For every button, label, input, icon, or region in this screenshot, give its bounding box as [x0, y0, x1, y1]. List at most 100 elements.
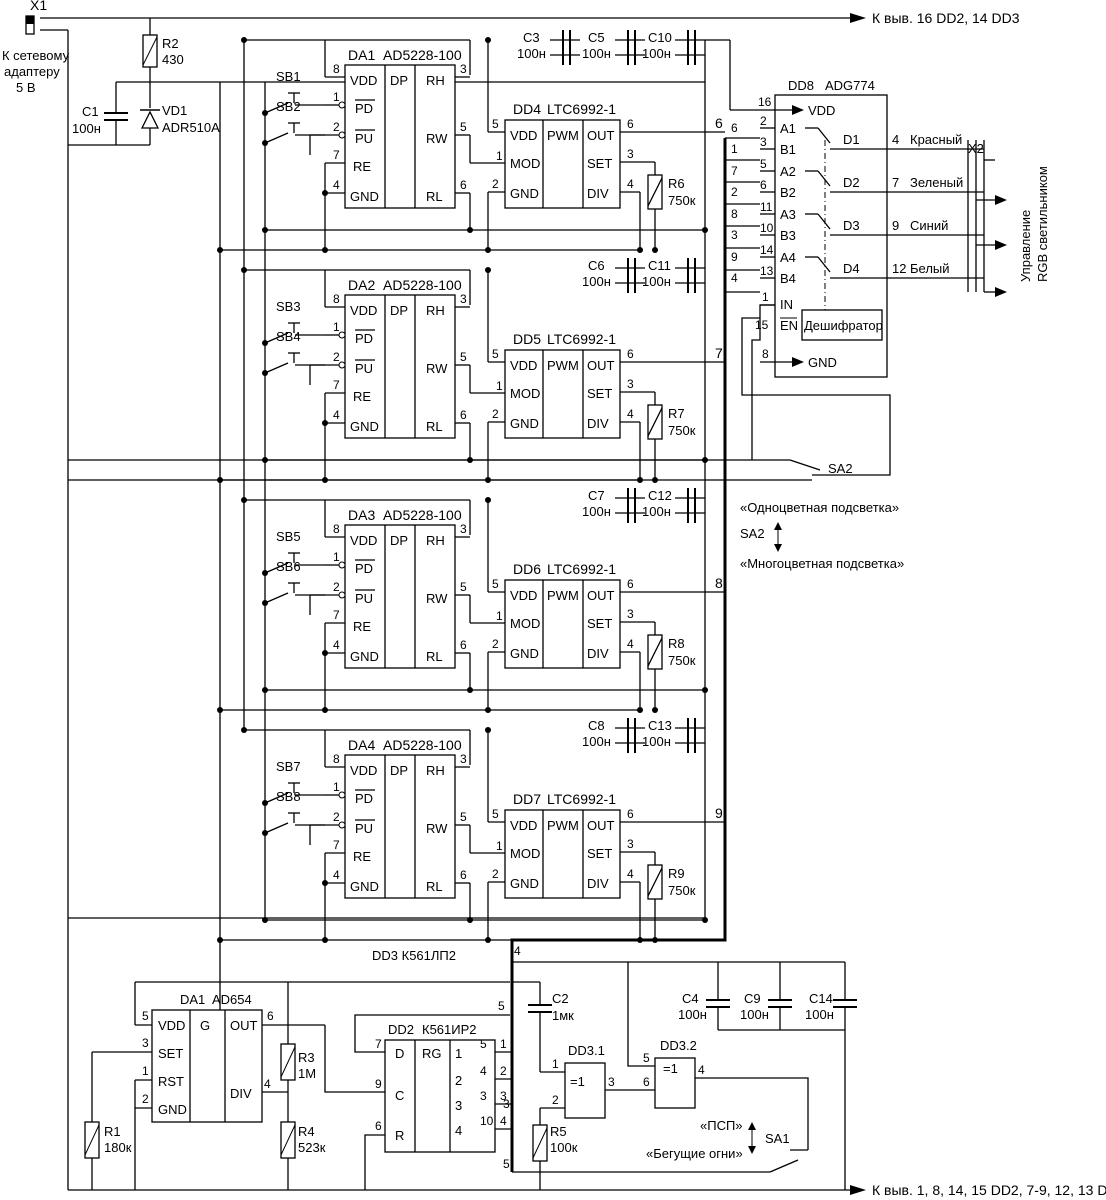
mux-bpin-2: 6	[760, 178, 767, 192]
pot-vdd: VDD	[350, 303, 377, 318]
dd2-r: R	[395, 1128, 404, 1143]
pwm-3-r: R8	[668, 636, 685, 651]
mux-bpin-3: 10	[760, 221, 774, 235]
r2-val: 430	[162, 52, 184, 67]
pot-pd: PD	[355, 561, 373, 576]
mux-b-3: B3	[780, 228, 796, 243]
ad654-block: DA1 AD654 VDD G OUT SET RST DIV GND 5 3 …	[84, 981, 510, 1190]
r1-val: 180к	[104, 1140, 132, 1155]
dd2-ref: DD2	[388, 1022, 414, 1037]
pwm-pin3: 3	[627, 837, 634, 851]
mux-in: IN	[780, 297, 793, 312]
pot-pu: PU	[355, 361, 373, 376]
sa2-opt1: «Одноцветная подсветка»	[740, 500, 899, 515]
pot-2-ref: DA2	[348, 277, 375, 293]
cap-c5-val: 100н	[582, 46, 611, 61]
mux-en-pin: 15	[755, 318, 769, 332]
mux-en: EN	[780, 318, 798, 333]
ad654-vdd: VDD	[158, 1018, 185, 1033]
pwm-pwm: PWM	[547, 818, 579, 833]
pot-pin2: 2	[333, 350, 340, 364]
mux-a-2: A2	[780, 164, 796, 179]
ad654-gnd: GND	[158, 1102, 187, 1117]
pot-gnd: GND	[350, 879, 379, 894]
pwm-pwm: PWM	[547, 128, 579, 143]
pot-pin7: 7	[333, 608, 340, 622]
mux-apin-2: 5	[760, 157, 767, 171]
pot-pin2: 2	[333, 580, 340, 594]
ad654-div: DIV	[230, 1086, 252, 1101]
ad654-p5: 5	[142, 1009, 149, 1023]
pot-vdd: VDD	[350, 533, 377, 548]
ad654-p2: 2	[142, 1092, 149, 1106]
pot-2-sb_b: SB4	[276, 329, 301, 344]
pwm-div: DIV	[587, 186, 609, 201]
pot-pin6: 6	[460, 178, 467, 192]
pwm-pin4: 4	[627, 407, 634, 421]
r3-ref: R3	[298, 1050, 315, 1065]
pwm-pin2: 2	[492, 407, 499, 421]
pot-4-sb_b: SB8	[276, 789, 301, 804]
mux-apin-4: 14	[760, 243, 774, 257]
pot-pin7: 7	[333, 378, 340, 392]
cap-c10-val: 100н	[642, 46, 671, 61]
mux-ref: DD8	[788, 78, 814, 93]
ad654-ref: DA1	[180, 992, 205, 1007]
dd2-qpin2: 4	[480, 1064, 487, 1078]
dd2-q1: 1	[455, 1046, 462, 1061]
pot-gnd: GND	[350, 649, 379, 664]
pot-2-sb_a: SB3	[276, 299, 301, 314]
pot-pin8: 8	[333, 752, 340, 766]
dd2-qnet2: 2	[500, 1064, 507, 1078]
mux-gnd: GND	[808, 355, 837, 370]
dd2-p6: 6	[375, 1119, 382, 1133]
pwm-3-ref: DD6	[513, 561, 541, 577]
mux-bnet-2: 2	[731, 185, 738, 199]
pwm-2-outnet: 7	[715, 345, 723, 361]
dd2-part: К561ИР2	[422, 1022, 477, 1037]
dd2-q2: 2	[455, 1073, 462, 1088]
r5-val: 100к	[550, 1140, 578, 1155]
pot-pd: PD	[355, 791, 373, 806]
cap-c12-val: 100н	[642, 504, 671, 519]
pot-rl: RL	[426, 189, 443, 204]
pot-pin5: 5	[460, 810, 467, 824]
pwm-mod: MOD	[510, 156, 540, 171]
pot-pin6: 6	[460, 868, 467, 882]
pwm-pin3: 3	[627, 377, 634, 391]
pwm-vdd: VDD	[510, 588, 537, 603]
cap-c13-ref: C13	[648, 718, 672, 733]
dd32-in2: 6	[643, 1075, 650, 1089]
pot-3-ref: DA3	[348, 507, 375, 523]
pot-rh: RH	[426, 303, 445, 318]
cap-c9-val: 100н	[740, 1007, 769, 1022]
pot-pin5: 5	[460, 120, 467, 134]
pot-pin5: 5	[460, 350, 467, 364]
mux-vdd-pin: 16	[758, 95, 772, 109]
pot-1-part: AD5228-100	[383, 47, 462, 63]
pot-1-sb_b: SB2	[276, 99, 301, 114]
cap-c9-ref: C9	[744, 991, 761, 1006]
mux-bnet-1: 1	[731, 142, 738, 156]
pwm-gnd: GND	[510, 186, 539, 201]
dd2-c: C	[395, 1088, 404, 1103]
mux-d-4: D4	[843, 261, 860, 276]
ad654-p3: 3	[142, 1036, 149, 1050]
dd31-fn: =1	[570, 1074, 585, 1089]
pwm-vdd: VDD	[510, 818, 537, 833]
sa2-opt2: «Многоцветная подсветка»	[740, 556, 904, 571]
pot-re: RE	[353, 389, 371, 404]
sa1-ref: SA1	[765, 1131, 790, 1146]
dd2-qpin4: 10	[480, 1114, 494, 1128]
pot-dp: DP	[390, 763, 408, 778]
mux-color-1: Красный	[910, 132, 962, 147]
pwm-out: OUT	[587, 358, 615, 373]
dd3-pin5: 5	[498, 999, 505, 1013]
pot-re: RE	[353, 849, 371, 864]
cap-c5-ref: C5	[588, 30, 605, 45]
cap-c4-val: 100н	[678, 1007, 707, 1022]
cap-c3-val: 100н	[517, 46, 546, 61]
